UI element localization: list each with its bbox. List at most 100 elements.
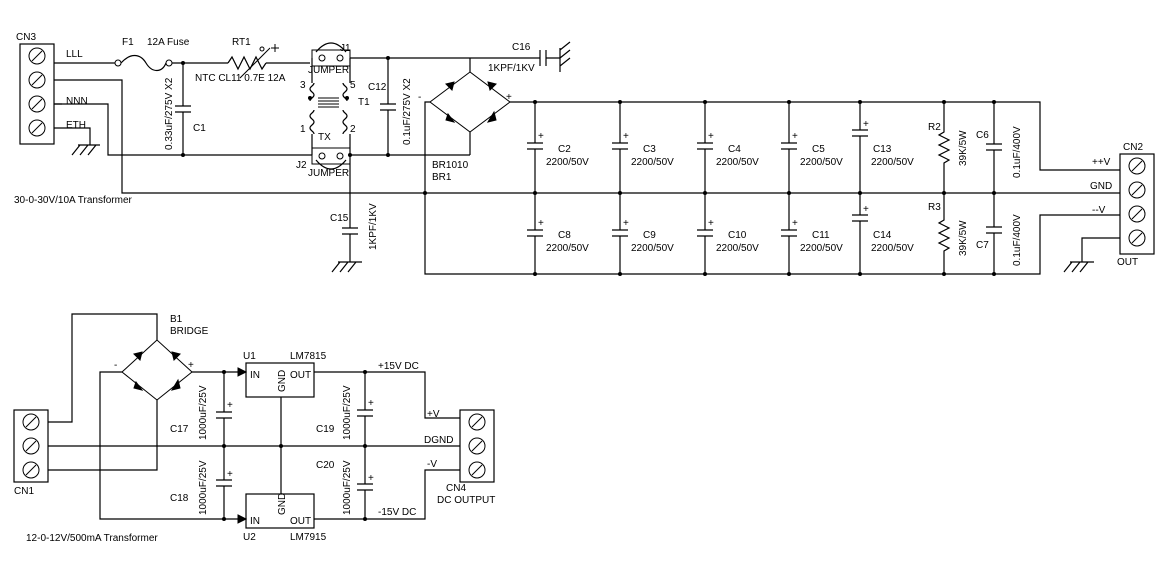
plus-mark: + <box>708 131 714 142</box>
cn3-ref: CN3 <box>16 32 36 43</box>
b1-minus: - <box>114 360 117 371</box>
c10-value: 2200/50V <box>716 243 759 254</box>
c14-value: 2200/50V <box>871 243 914 254</box>
cn2-connector <box>1119 153 1155 255</box>
tx-pin-3: 3 <box>300 80 306 91</box>
cn3-pin-lll: LLL <box>66 49 83 60</box>
tx-pin-2: 2 <box>350 124 356 135</box>
u2-in: IN <box>250 516 260 527</box>
u1-in: IN <box>250 370 260 381</box>
c16-ref: C16 <box>512 42 531 53</box>
cn4-connector <box>459 409 495 483</box>
fuse-ref: F1 <box>122 37 134 48</box>
c10-ref: C10 <box>728 230 747 241</box>
cn3-pin-eth: ETH <box>66 120 86 131</box>
cn3-connector <box>19 43 55 145</box>
c20-value: 1000uF/25V <box>342 460 353 515</box>
rail-neg-label: -15V DC <box>378 507 416 518</box>
u2-out: OUT <box>290 516 311 527</box>
plus-mark: + <box>863 204 869 215</box>
plus-mark: + <box>863 119 869 130</box>
thermistor-rt1 <box>227 44 279 79</box>
c7-ref: C7 <box>976 240 989 251</box>
main-transformer-label: 30-0-30V/10A Transformer <box>14 195 133 206</box>
cn4-pin-pos: +V <box>427 409 440 420</box>
c13-ref: C13 <box>873 144 892 155</box>
cn2-ref: CN2 <box>1123 142 1143 153</box>
c13-value: 2200/50V <box>871 157 914 168</box>
cn4-ref: CN4 <box>446 483 466 494</box>
cn2-pin-neg: --V <box>1092 205 1106 216</box>
b1-ref: B1 <box>170 314 183 325</box>
regulator-u1 <box>237 362 315 446</box>
cn4-label: DC OUTPUT <box>437 495 495 506</box>
plus-mark: + <box>792 131 798 142</box>
regulator-u2 <box>237 446 315 529</box>
bridge-br1 <box>429 58 511 155</box>
c2-value: 2200/50V <box>546 157 589 168</box>
c1-ref: C1 <box>193 123 206 134</box>
b1-label: BRIDGE <box>170 326 209 337</box>
c6-value: 0.1uF/400V <box>1012 126 1023 178</box>
fuse-value: 12A Fuse <box>147 37 190 48</box>
c17-value: 1000uF/25V <box>198 385 209 440</box>
c7-value: 0.1uF/400V <box>1012 214 1023 266</box>
jumper-j2-label: JUMPER <box>308 168 349 179</box>
c12-ref: C12 <box>368 82 387 93</box>
c4-value: 2200/50V <box>716 157 759 168</box>
plus-mark: + <box>538 218 544 229</box>
c17-ref: C17 <box>170 424 189 435</box>
u2-gnd: GND <box>277 493 288 515</box>
rail-pos-label: +15V DC <box>378 361 419 372</box>
c3-value: 2200/50V <box>631 157 674 168</box>
jumper-j2-ref: J2 <box>296 160 307 171</box>
cn1-connector <box>13 409 49 483</box>
cn2-label: OUT <box>1117 257 1138 268</box>
c9-ref: C9 <box>643 230 656 241</box>
br1-ref: BR1 <box>432 172 452 183</box>
tx-pin-5: 5 <box>350 80 356 91</box>
c12-value: 0.1uF/275V X2 <box>402 78 413 145</box>
jumper-j2 <box>311 147 351 170</box>
c15-ref: C15 <box>330 213 349 224</box>
u2-part: LM7915 <box>290 532 327 543</box>
thermistor-ref: RT1 <box>232 37 251 48</box>
cn1-ref: CN1 <box>14 486 34 497</box>
jumper-j1-ref: J1 <box>340 43 351 54</box>
small-transformer-label: 12-0-12V/500mA Transformer <box>26 533 158 544</box>
plus-mark: + <box>792 218 798 229</box>
cn2-pin-gnd: GND <box>1090 181 1112 192</box>
br1-plus: + <box>506 92 512 103</box>
c15-value: 1KPF/1KV <box>368 203 379 250</box>
u2-ref: U2 <box>243 532 256 543</box>
u1-part: LM7815 <box>290 351 327 362</box>
c6-ref: C6 <box>976 130 989 141</box>
tx-ref: T1 <box>358 97 370 108</box>
r3-ref: R3 <box>928 202 941 213</box>
thermistor-value: NTC CL11 0.7E 12A <box>195 73 286 84</box>
jumper-j1-label: JUMPER <box>308 65 349 76</box>
plus-mark: + <box>623 218 629 229</box>
b1-plus: + <box>188 360 194 371</box>
plus-mark: + <box>708 218 714 229</box>
c16-value: 1KPF/1KV <box>488 63 535 74</box>
r2-value: 39K/5W <box>958 130 969 166</box>
plus-mark: + <box>368 398 374 409</box>
c4-ref: C4 <box>728 144 741 155</box>
plus-mark: + <box>227 469 233 480</box>
c19-ref: C19 <box>316 424 335 435</box>
c8-ref: C8 <box>558 230 571 241</box>
tx-label: TX <box>318 132 331 143</box>
transformer-t1 <box>308 82 349 135</box>
r2-ref: R2 <box>928 122 941 133</box>
c18-ref: C18 <box>170 493 189 504</box>
c3-ref: C3 <box>643 144 656 155</box>
cn4-pin-neg: -V <box>427 459 437 470</box>
plus-mark: + <box>368 473 374 484</box>
c8-value: 2200/50V <box>546 243 589 254</box>
c9-value: 2200/50V <box>631 243 674 254</box>
c11-ref: C11 <box>812 230 830 241</box>
bulk-caps <box>423 100 868 276</box>
plus-mark: + <box>623 131 629 142</box>
c19-value: 1000uF/25V <box>342 385 353 440</box>
